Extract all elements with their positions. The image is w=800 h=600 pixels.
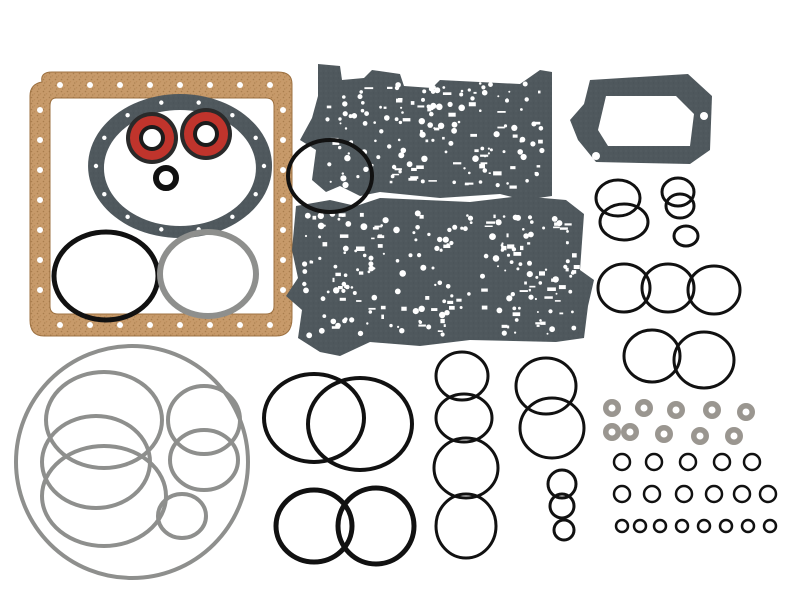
valve-body-gasket-lower [286,196,594,356]
red-lip-seals [126,108,232,191]
black-orings-column [432,350,586,560]
cork-pan-gasket [29,71,293,337]
gray-sealing-ring [157,229,259,319]
gray-pan-rings [14,344,250,580]
black-orings-middle [262,372,417,567]
pump-gasket [88,94,273,238]
black-oring-large [51,229,161,323]
cork-bolt-holes [37,82,286,328]
small-washers [603,399,755,445]
servo-cover-gasket [570,74,712,164]
black-ring-on-gasket [286,138,374,214]
valve-body-gasket-upper [300,64,552,200]
black-orings-right [594,176,742,390]
lower-gasket-holes [302,210,580,339]
pump-gasket-holes [93,100,267,232]
upper-gasket-holes [325,81,545,189]
small-orings [612,452,778,534]
